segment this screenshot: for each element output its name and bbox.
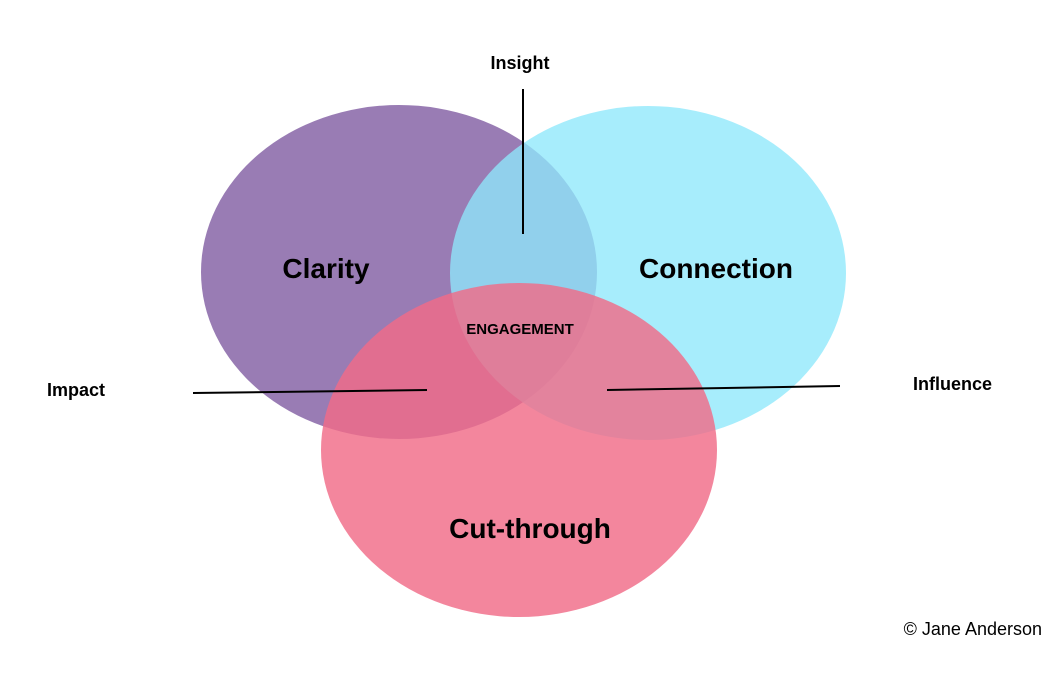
engagement-label: ENGAGEMENT	[466, 321, 574, 338]
impact-leader-line	[192, 389, 428, 394]
clarity-label: Clarity	[282, 253, 370, 284]
cut-through-circle	[321, 283, 717, 617]
cut-through-label: Cut-through	[449, 513, 611, 544]
influence-label: Influence	[913, 374, 992, 394]
impact-label: Impact	[47, 380, 105, 400]
insight-label: Insight	[491, 53, 550, 73]
influence-leader-line	[606, 385, 841, 391]
copyright-text: © Jane Anderson	[904, 619, 1042, 639]
connection-label: Connection	[639, 253, 793, 284]
